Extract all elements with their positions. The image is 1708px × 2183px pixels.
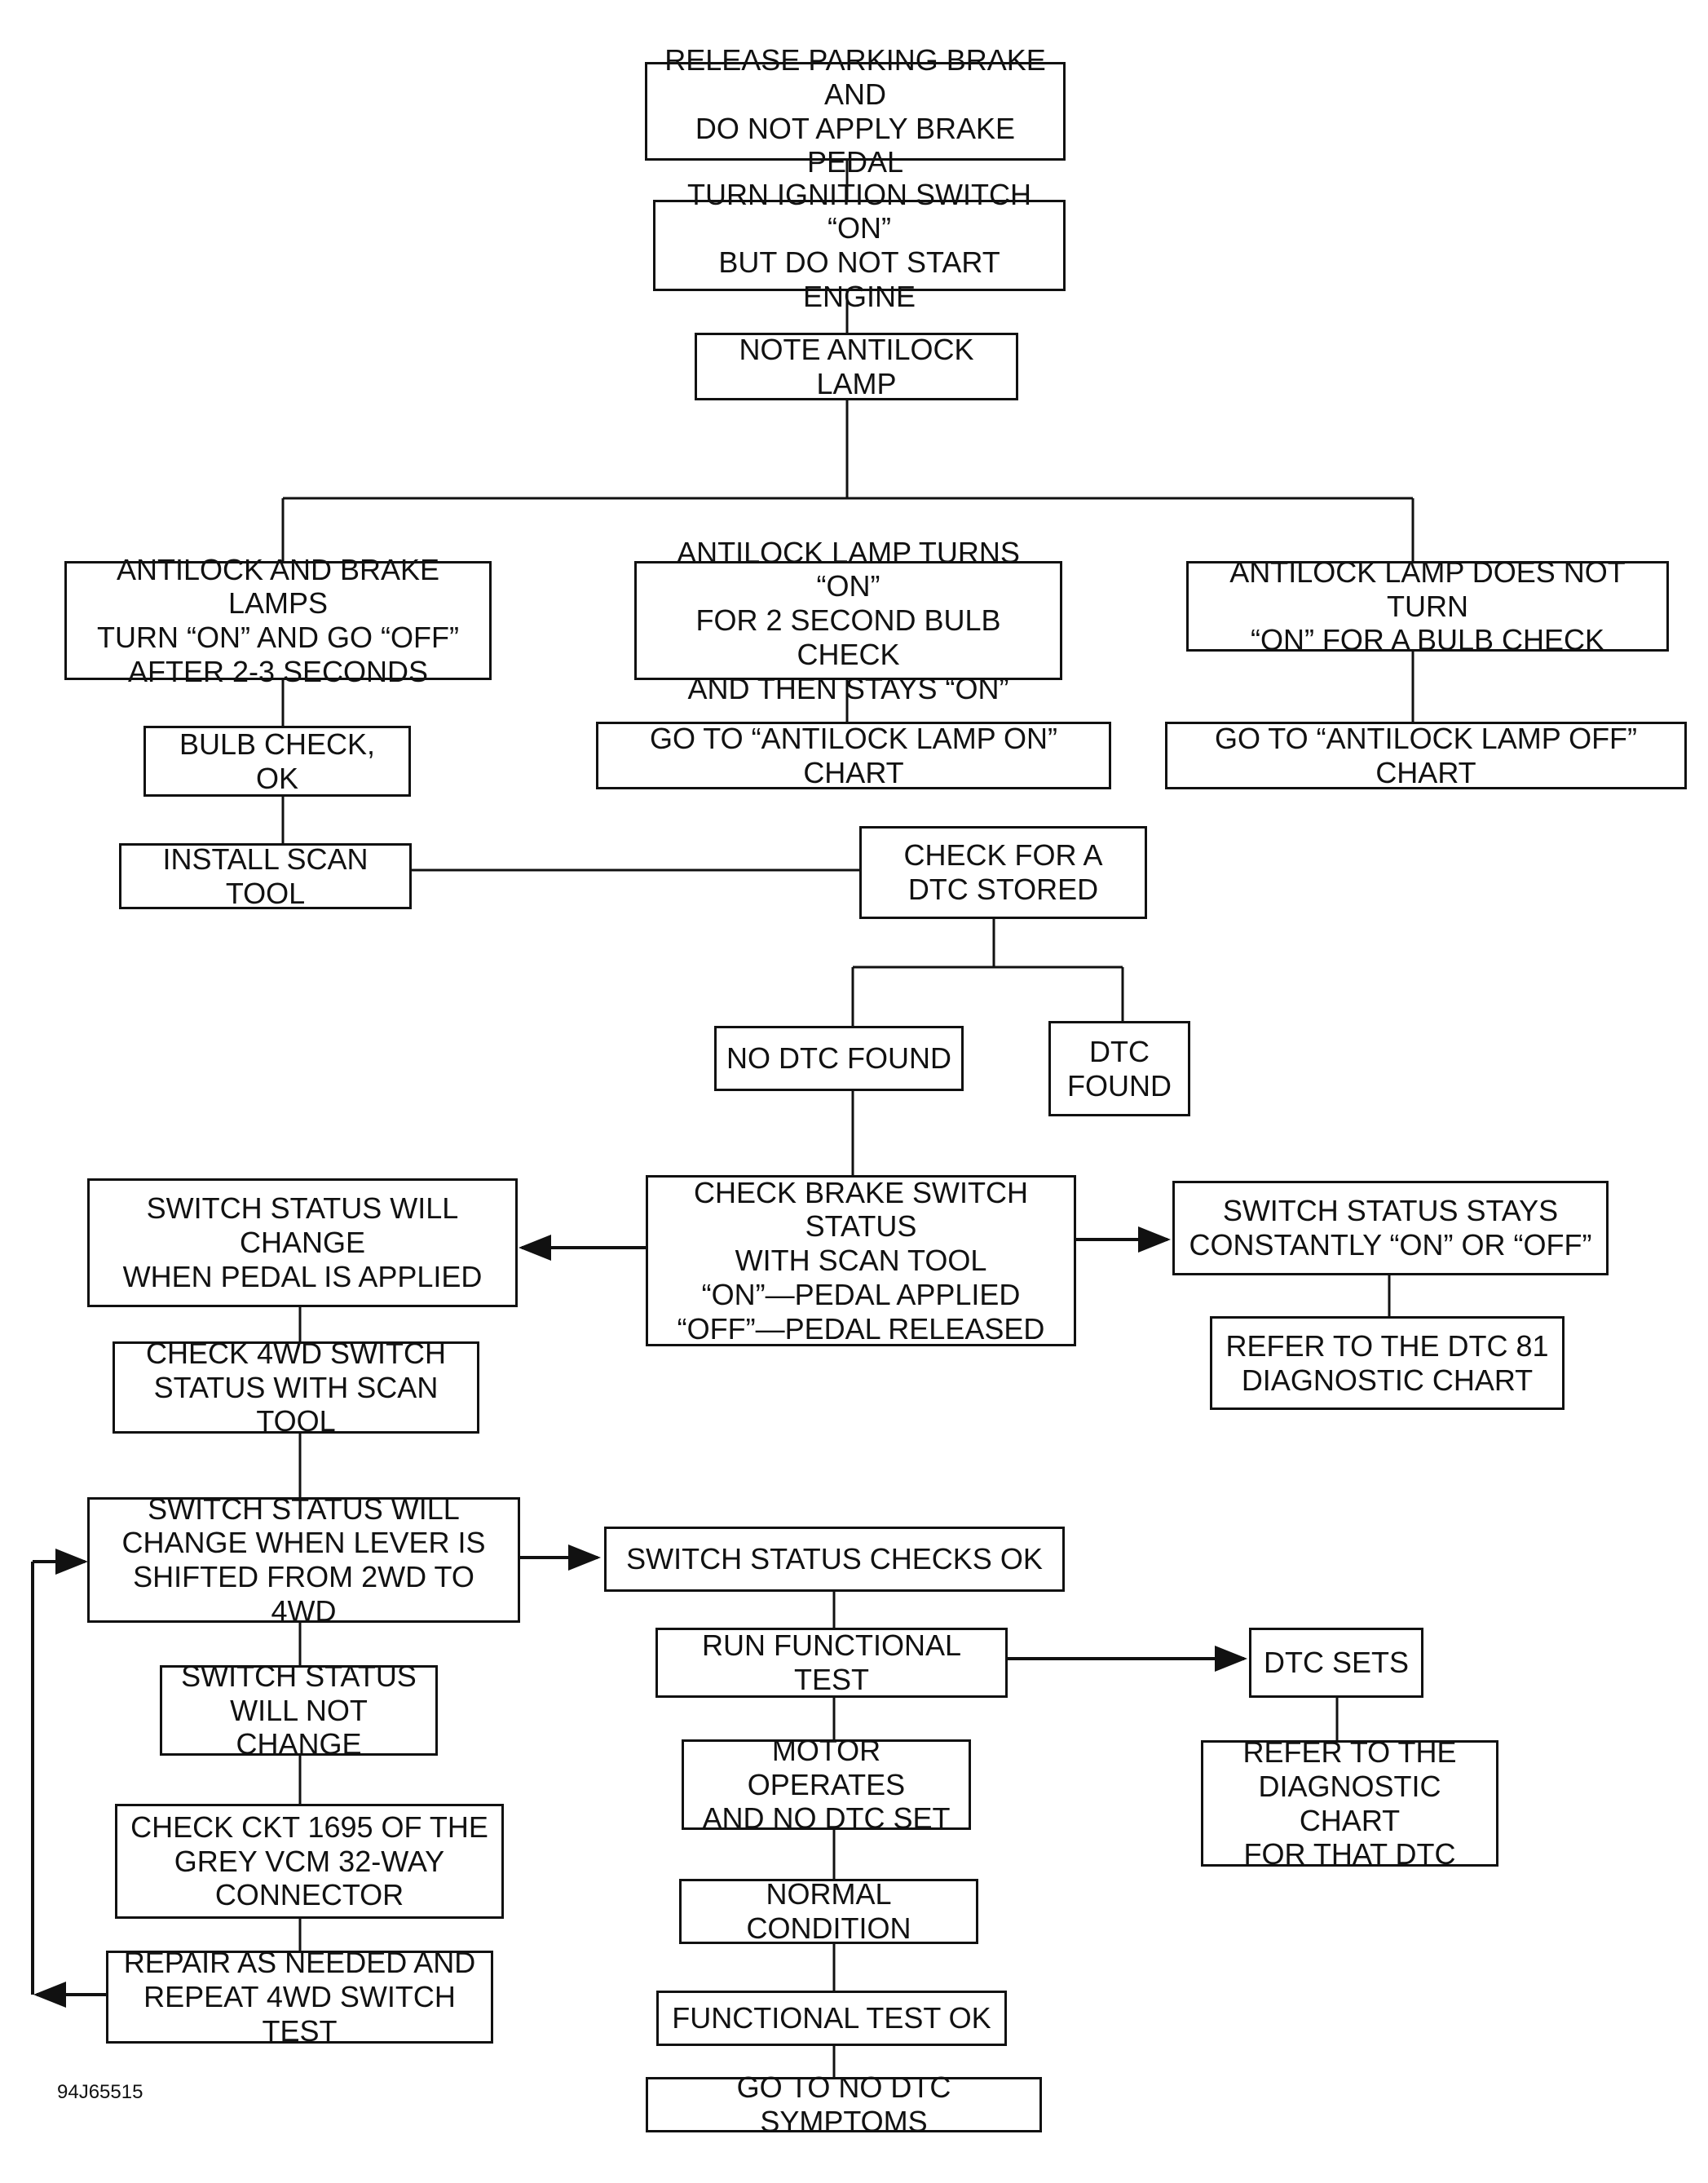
node-check-4wd-switch: CHECK 4WD SWITCH STATUS WITH SCAN TOOL xyxy=(113,1337,479,1438)
node-switch-no-change: SWITCH STATUS WILL NOT CHANGE xyxy=(160,1659,438,1761)
node-lamp-not-on: ANTILOCK LAMP DOES NOT TURN “ON” FOR A B… xyxy=(1186,555,1669,656)
node-switch-changes-pedal: SWITCH STATUS WILL CHANGE WHEN PEDAL IS … xyxy=(87,1178,518,1307)
node-normal-condition: NORMAL CONDITION xyxy=(679,1877,978,1945)
node-motor-operates: MOTOR OPERATES AND NO DTC SET xyxy=(682,1734,971,1835)
node-dtc-found: DTC FOUND xyxy=(1048,1021,1190,1116)
node-switch-checks-ok: SWITCH STATUS CHECKS OK xyxy=(604,1527,1065,1592)
node-turn-ignition-switch: TURN IGNITION SWITCH “ON” BUT DO NOT STA… xyxy=(653,178,1066,313)
figure-code: 94J65515 xyxy=(57,2081,143,2103)
node-goto-lamp-off-chart: GO TO “ANTILOCK LAMP OFF” CHART xyxy=(1165,722,1687,789)
node-release-parking-brake: RELEASE PARKING BRAKE AND DO NOT APPLY B… xyxy=(645,43,1066,179)
node-functional-test-ok: FUNCTIONAL TEST OK xyxy=(656,1991,1007,2046)
node-check-brake-switch: CHECK BRAKE SWITCH STATUS WITH SCAN TOOL… xyxy=(646,1175,1076,1346)
node-check-dtc-stored: CHECK FOR A DTC STORED xyxy=(859,826,1147,919)
node-check-ckt-1695: CHECK CKT 1695 OF THE GREY VCM 32-WAY CO… xyxy=(115,1804,504,1919)
node-bulb-check-ok: BULB CHECK, OK xyxy=(143,726,411,797)
node-refer-diagnostic-chart: REFER TO THE DIAGNOSTIC CHART FOR THAT D… xyxy=(1201,1735,1498,1871)
node-run-functional-test: RUN FUNCTIONAL TEST xyxy=(655,1628,1008,1698)
node-goto-no-dtc-symptoms: GO TO NO DTC SYMPTOMS xyxy=(646,2070,1042,2138)
node-switch-changes-lever: SWITCH STATUS WILL CHANGE WHEN LEVER IS … xyxy=(87,1492,520,1628)
node-switch-stays-constant: SWITCH STATUS STAYS CONSTANTLY “ON” OR “… xyxy=(1172,1181,1609,1275)
node-lamps-on-off: ANTILOCK AND BRAKE LAMPS TURN “ON” AND G… xyxy=(64,553,492,688)
node-note-antilock-lamp: NOTE ANTILOCK LAMP xyxy=(695,333,1018,400)
node-install-scan-tool: INSTALL SCAN TOOL xyxy=(119,842,412,910)
node-dtc-sets: DTC SETS xyxy=(1249,1628,1423,1698)
node-no-dtc-found: NO DTC FOUND xyxy=(714,1026,964,1091)
node-goto-lamp-on-chart: GO TO “ANTILOCK LAMP ON” CHART xyxy=(596,722,1111,789)
node-lamp-stays-on: ANTILOCK LAMP TURNS “ON” FOR 2 SECOND BU… xyxy=(634,536,1062,705)
node-repair-as-needed: REPAIR AS NEEDED AND REPEAT 4WD SWITCH T… xyxy=(106,1946,493,2048)
node-refer-dtc-81: REFER TO THE DTC 81 DIAGNOSTIC CHART xyxy=(1210,1316,1565,1410)
